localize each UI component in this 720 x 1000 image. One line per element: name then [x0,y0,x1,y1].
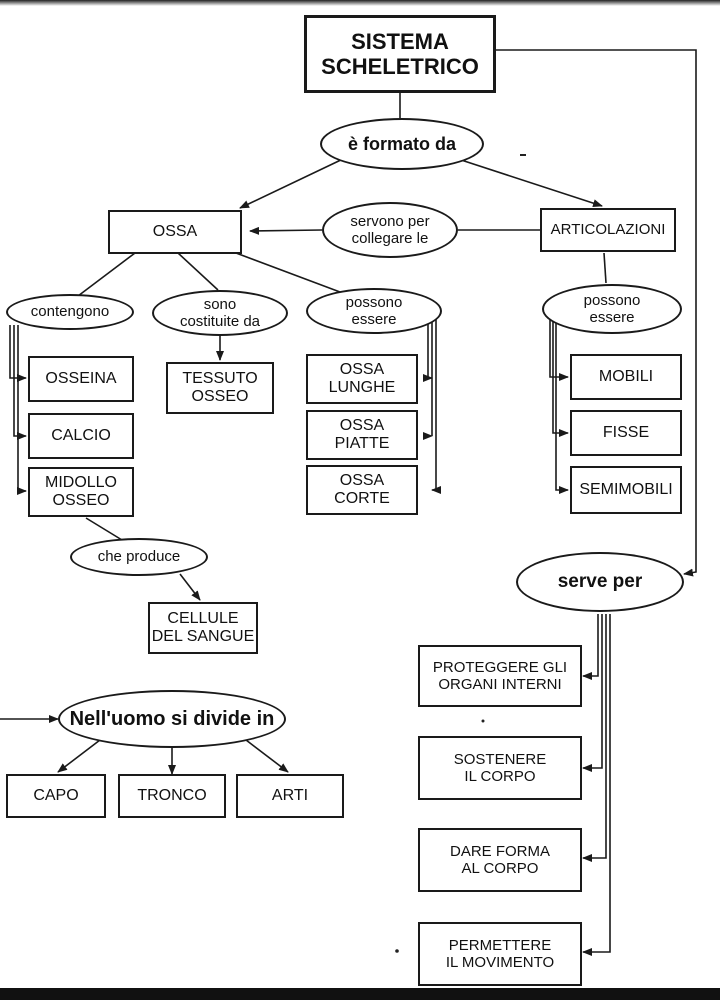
wire-cont-calcio [13,325,27,440]
wire-poss-corte [431,318,441,494]
box-sostenere-corpo: SOSTENERE IL CORPO [418,736,582,800]
wire-formato-ossa [239,157,346,209]
wire-art-semi [555,320,569,494]
box-capo: CAPO [6,774,106,818]
wire-uomo-capo [57,739,101,773]
wire-cont-midollo [17,325,27,495]
oval-sono-costituite-da: sono costituite da [152,290,288,336]
oval-nelluomo-si-divide-in: Nell'uomo si divide in [58,690,286,748]
oval-che-produce: che produce [70,538,208,576]
oval-possono-essere-articolazioni: possono essere [542,284,682,334]
box-calcio: CALCIO [28,413,134,459]
box-dare-forma: DARE FORMA AL CORPO [418,828,582,892]
box-tronco: TRONCO [118,774,226,818]
wire-cont-osseina [9,325,27,382]
box-tessuto-osseo: TESSUTO OSSEO [166,362,274,414]
wire-art-fisse [552,320,569,437]
wire-formato-art [454,157,603,208]
box-osseina: OSSEINA [28,356,134,402]
wire-serve-permettere [582,614,611,956]
box-ossa-piatte: OSSA PIATTE [306,410,418,460]
wire-serve-proteggere [582,614,599,680]
box-ossa-lunghe: OSSA LUNGHE [306,354,418,404]
box-midollo-osseo: MIDOLLO OSSEO [28,467,134,517]
wire-produce-cellule [179,573,201,601]
wire-serve-sostenere [582,614,603,772]
box-ossa: OSSA [108,210,242,254]
box-semimobili: SEMIMOBILI [570,466,682,514]
box-cellule-del-sangue: CELLULE DEL SANGUE [148,602,258,654]
box-permettere-movimento: PERMETTERE IL MOVIMENTO [418,922,582,986]
oval-servono-per: servono per collegare le [322,202,458,258]
wire-poss-lunghe [423,318,433,382]
oval-e-formato-da: è formato da [320,118,484,170]
scan-shadow-top [0,0,720,6]
scan-shadow-bottom [0,988,720,1000]
oval-serve-per: serve per [516,552,684,612]
wire-ossa-contengono [77,252,136,297]
wire-ossa-possono [235,252,341,293]
title-sistema-scheletrico: SISTEMA SCHELETRICO [304,15,496,93]
wire-art-mobili [549,320,569,381]
oval-contengono: contengono [6,294,134,330]
box-fisse: FISSE [570,410,682,456]
wire-uomo-arti [245,739,289,773]
wire-servono-ossa [249,226,323,235]
box-ossa-corte: OSSA CORTE [306,465,418,515]
box-arti: ARTI [236,774,344,818]
oval-possono-essere-ossa: possono essere [306,288,442,334]
wire-ossa-sono [177,252,219,291]
wire-art-possono [603,252,607,284]
wire-title-serve [496,49,697,577]
wire-midollo-produce [85,517,123,541]
box-mobili: MOBILI [570,354,682,400]
wire-serve-dare [582,614,607,862]
box-proteggere-organi: PROTEGGERE GLI ORGANI INTERNI [418,645,582,707]
box-articolazioni: ARTICOLAZIONI [540,208,676,252]
